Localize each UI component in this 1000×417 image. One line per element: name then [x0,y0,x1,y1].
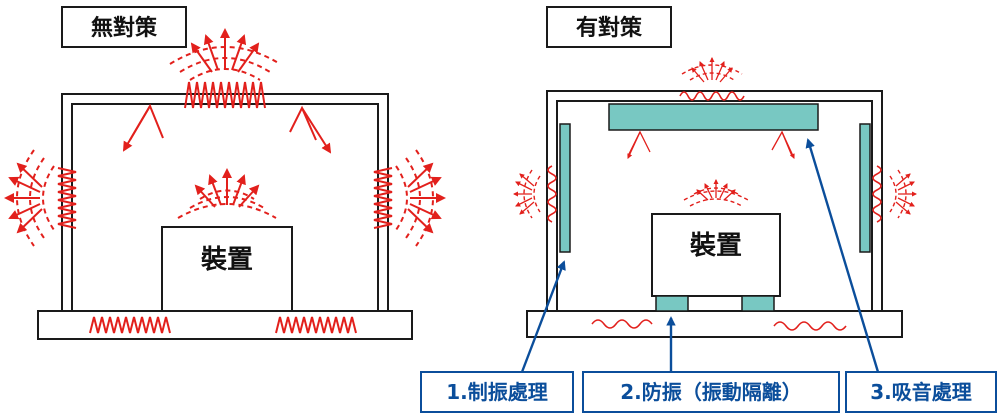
vibration-zigzag-right [373,167,393,229]
sound-radiation-device [177,168,277,219]
vibration-wave-right-reduced [872,165,882,223]
vibration-zigzag-left [57,167,77,229]
leader-absorption [805,138,880,373]
device-label-without: 裝置 [201,245,253,275]
device-box-without [161,226,293,312]
svg-text:2.防振（振動隔離）: 2.防振（振動隔離） [620,380,802,404]
floor-slab-without [37,310,413,340]
absorber-ceiling [608,103,819,131]
device-box-with [651,213,781,297]
vibration-wave-floor-right-reduced [773,321,847,331]
measure-label-absorption: 3.吸音處理 [845,371,997,413]
panel-without-countermeasure: 無對策 裝置 [4,6,446,340]
vibration-zigzag-floor-right [275,316,357,334]
title-with: 有對策 [576,15,643,41]
sound-radiation-right [395,149,446,247]
svg-text:3.吸音處理: 3.吸音處理 [870,380,972,404]
sound-radiation-device-reduced [683,178,749,207]
isolator-right [741,295,775,312]
vibration-wave-top-reduced [679,91,745,101]
panel-with-countermeasure: 有對策 裝置 [420,6,997,413]
sound-radiation-top [169,28,281,81]
vibration-wave-floor-left-reduced [591,319,653,329]
vibration-zigzag-top [184,81,266,109]
title-box-without [61,6,187,48]
sound-radiation-right-reduced [889,169,918,219]
sound-radiation-left-reduced [512,169,541,219]
measure-label-isolation: 2.防振（振動隔離） [582,371,840,413]
sound-radiation-left [4,149,55,247]
damping-panel-left [559,123,571,253]
leader-damping [520,260,566,373]
measure-label-damping: 1.制振處理 [420,371,574,413]
sound-radiation-top-reduced [681,56,743,83]
isolator-left [655,295,689,312]
sound-reflection-inside [122,103,332,154]
title-box-with [546,6,672,48]
title-without: 無對策 [91,15,158,41]
floor-slab-with [526,310,903,338]
vibration-zigzag-floor-left [89,316,171,334]
svg-text:1.制振處理: 1.制振處理 [446,380,548,404]
sound-reflection-reduced [627,130,795,159]
damping-panel-right [859,123,871,253]
vibration-wave-left-reduced [547,165,557,223]
device-label-with: 裝置 [690,231,742,261]
